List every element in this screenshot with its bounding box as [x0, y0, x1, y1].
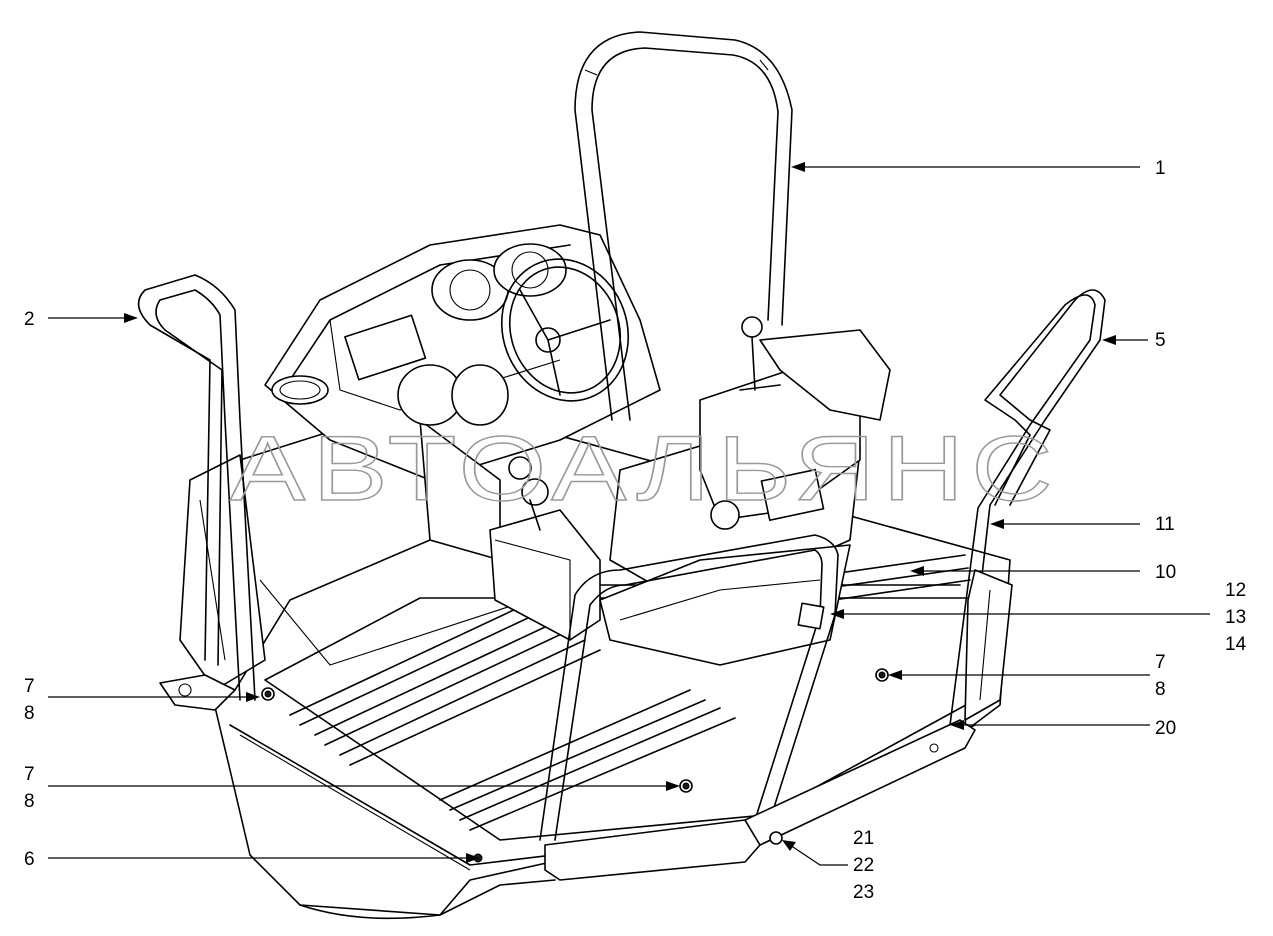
callout-2: 2 — [24, 309, 35, 330]
callout-labels: 1 2 5 11 10 12 13 14 7 8 20 7 8 7 8 6 21… — [24, 158, 1247, 903]
callout-23: 23 — [853, 882, 874, 903]
left-foot-pedal — [159, 674, 236, 711]
callout-8-left: 8 — [24, 703, 35, 724]
callout-8-middle: 8 — [24, 791, 35, 812]
callout-10: 10 — [1155, 562, 1176, 583]
watermark-text: АВТОАЛЬЯНС — [230, 418, 1060, 520]
callout-11: 11 — [1155, 514, 1175, 535]
leader-lines — [48, 162, 1210, 866]
left-handrail — [137, 274, 256, 701]
right-step-panel — [964, 569, 1013, 721]
callout-1: 1 — [1155, 158, 1166, 179]
front-handrail — [539, 534, 839, 841]
callout-12: 12 — [1225, 580, 1246, 601]
callout-7-right: 7 — [1155, 652, 1166, 673]
steering-console — [264, 224, 661, 641]
callout-8-right: 8 — [1155, 679, 1166, 700]
bolts — [261, 668, 889, 863]
callout-20: 20 — [1155, 718, 1176, 739]
callout-13: 13 — [1225, 607, 1246, 628]
callout-6: 6 — [24, 849, 35, 870]
front-step-plate — [544, 719, 976, 881]
callout-21: 21 — [853, 828, 874, 849]
callout-14: 14 — [1225, 634, 1247, 655]
callout-22: 22 — [853, 855, 874, 876]
callout-7-left: 7 — [24, 676, 35, 697]
right-handrail — [949, 289, 1106, 726]
callout-5: 5 — [1155, 330, 1166, 351]
rear-tall-handrail — [574, 31, 793, 421]
callout-7-middle: 7 — [24, 764, 35, 785]
